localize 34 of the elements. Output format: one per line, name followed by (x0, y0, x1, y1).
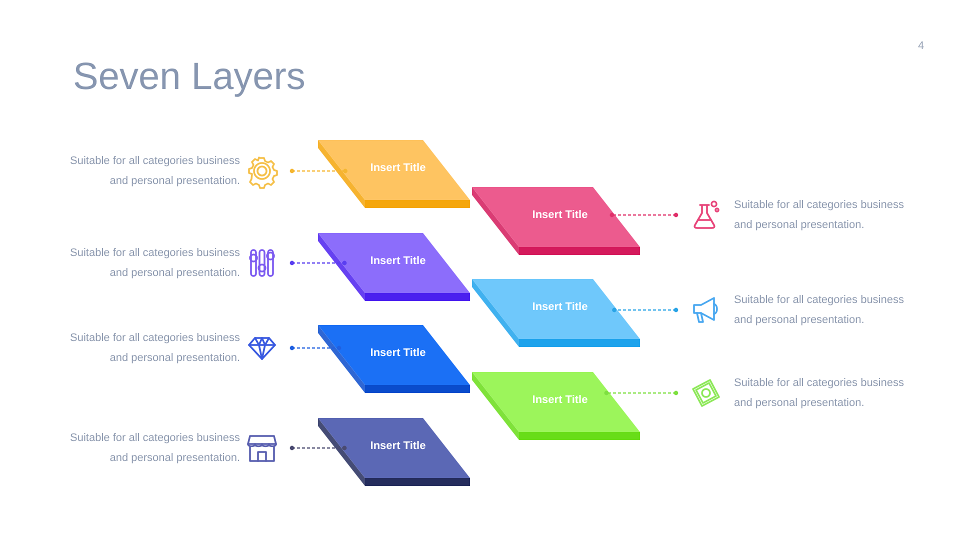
layer-slab (318, 233, 470, 301)
layer-title: Insert Title (532, 301, 588, 313)
layer-title: Insert Title (532, 209, 588, 221)
leader-line (604, 390, 678, 396)
slide-title: Seven Layers (73, 56, 306, 99)
layer-slab (472, 279, 640, 347)
layer-title: Insert Title (370, 162, 426, 174)
description-text: Suitable for all categories business and personal presentation. (734, 293, 905, 328)
storefront-icon (246, 432, 278, 464)
layer-slab (318, 418, 470, 486)
layer-title: Insert Title (370, 347, 426, 359)
leader-line (290, 446, 347, 450)
description-text: Suitable for all categories business and personal presentation. (734, 198, 905, 233)
leader-line (290, 260, 347, 266)
description-text: Suitable for all categories business and personal presentation. (69, 154, 240, 189)
layer-slab (318, 325, 470, 393)
layer-title: Insert Title (370, 255, 426, 267)
leader-line (610, 212, 678, 218)
layer-title: Insert Title (370, 440, 426, 452)
leader-line (290, 346, 342, 350)
page-number: 4 (918, 40, 924, 52)
sliders-icon (246, 247, 278, 279)
leader-line (290, 168, 348, 174)
description-text: Suitable for all categories business and personal presentation. (69, 431, 240, 466)
leader-line (612, 308, 678, 312)
layer-slab (318, 140, 470, 208)
gear-icon (246, 155, 278, 187)
description-text: Suitable for all categories business and personal presentation. (734, 376, 905, 411)
description-text: Suitable for all categories business and personal presentation. (69, 331, 240, 366)
layer-slab (472, 187, 640, 255)
layer-title: Insert Title (532, 394, 588, 406)
description-text: Suitable for all categories business and personal presentation. (69, 246, 240, 281)
layer-slab (472, 372, 640, 440)
banknote-icon (690, 377, 722, 409)
